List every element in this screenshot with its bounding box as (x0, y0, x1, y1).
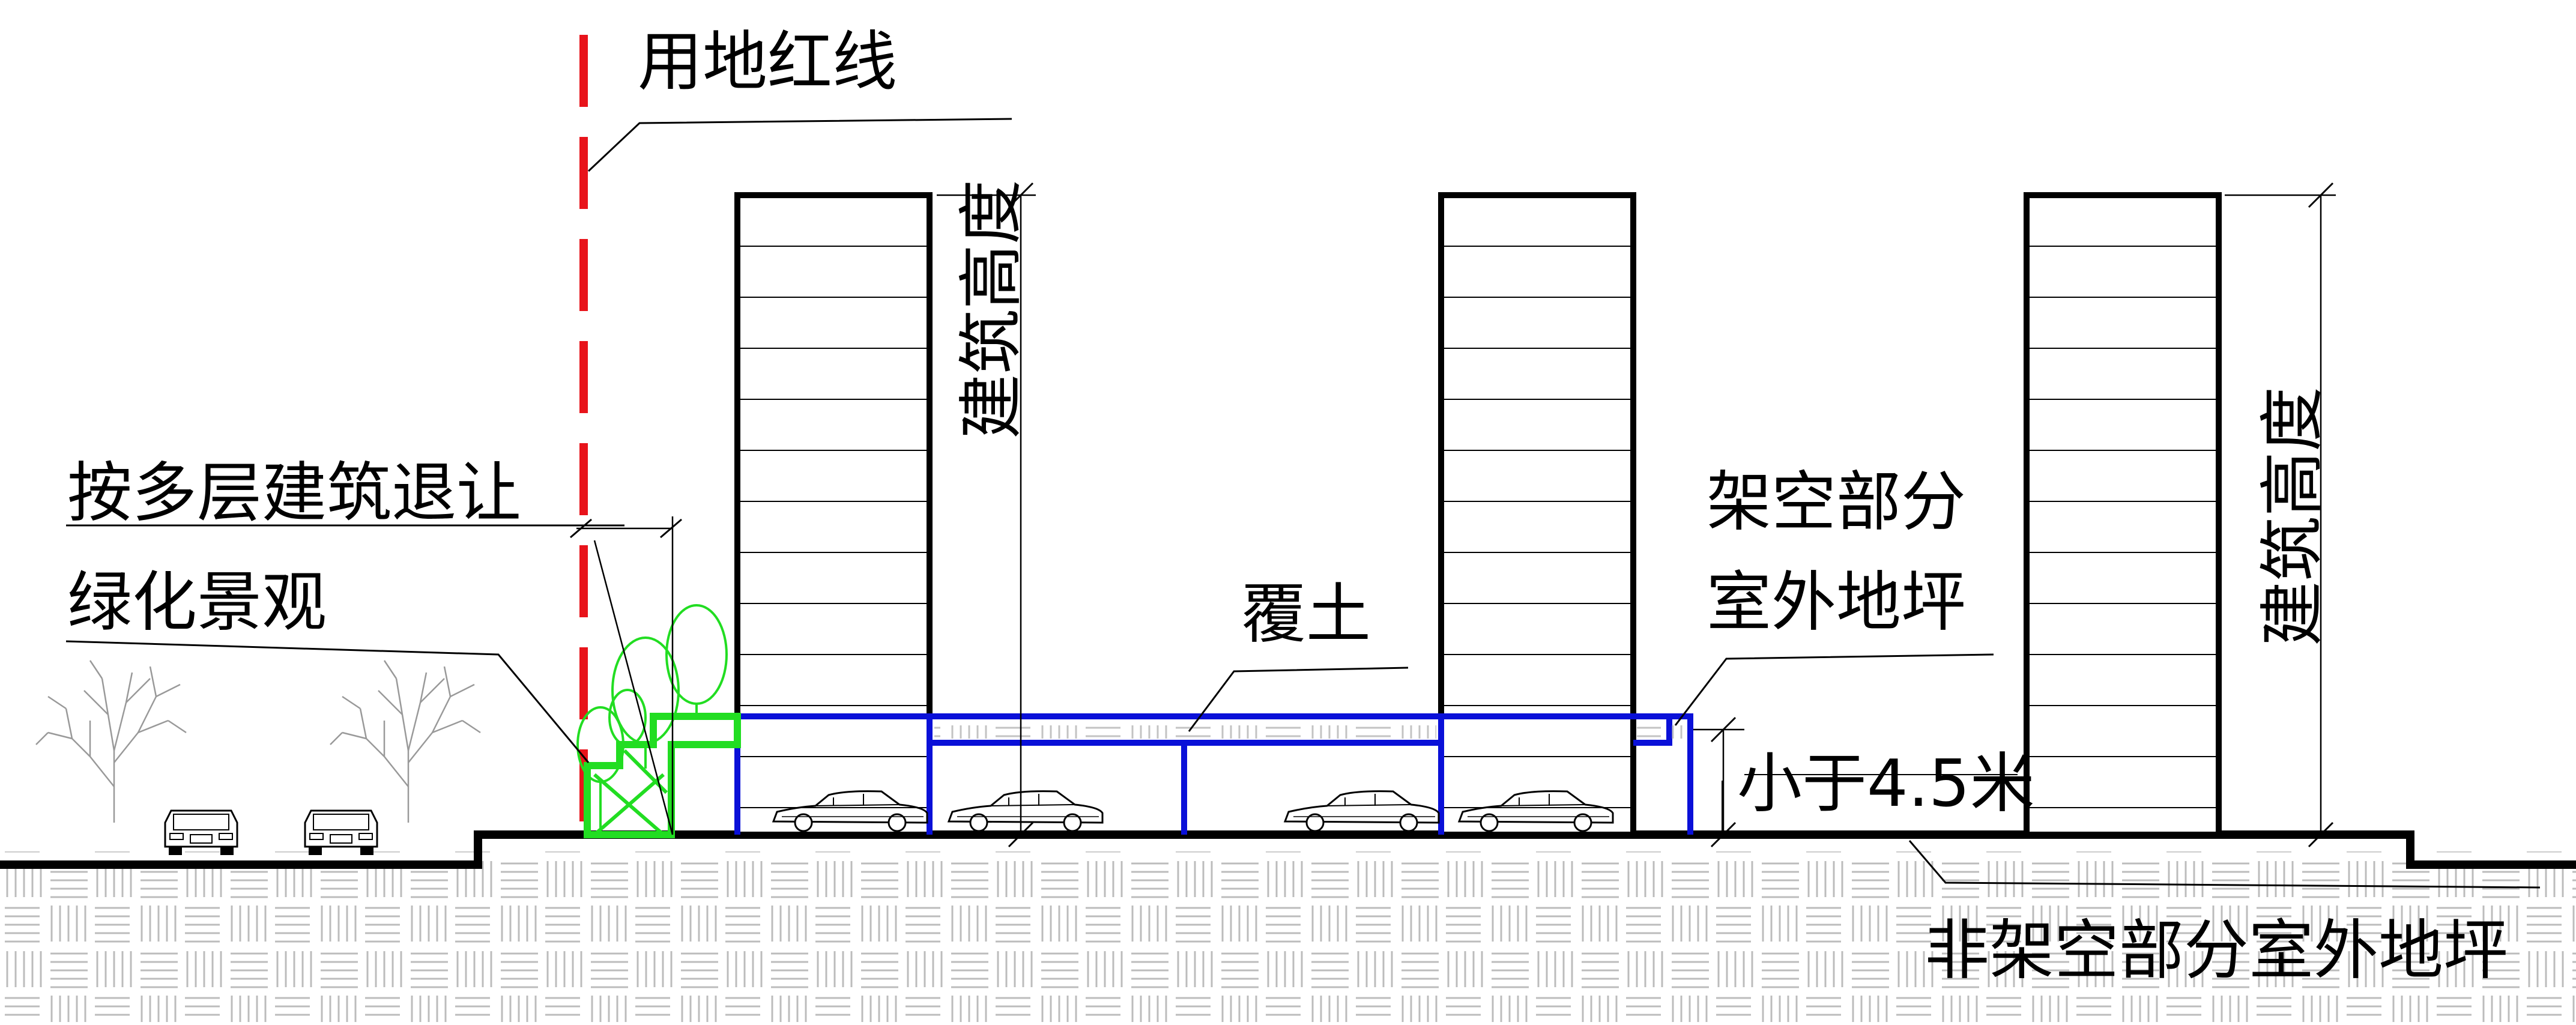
label-setback: 按多层建筑退让 (67, 456, 521, 531)
label-under-height: 小于4.5米 (1737, 746, 2035, 821)
street-car-1 (164, 809, 238, 856)
landscape-greenery (576, 604, 741, 838)
garage-car-2 (948, 790, 1104, 832)
soil-cover-hatch (934, 721, 1436, 739)
tower-1 (734, 192, 933, 838)
label-non-stilt-ground: 非架空部分室外地坪 (1924, 913, 2508, 988)
label-landscape: 绿化景观 (67, 565, 327, 640)
tower-2 (1438, 192, 1636, 838)
podium-garage (734, 713, 1693, 835)
label-stilt-ground-1: 架空部分 (1707, 465, 1966, 540)
ground-hatch (0, 851, 2576, 1022)
label-building-height-2: 建筑高度 (2255, 387, 2330, 646)
garage-car-3 (1284, 790, 1440, 832)
street-car-2 (304, 809, 378, 856)
annotation-lines (65, 118, 2541, 889)
street-tree-1 (35, 659, 187, 824)
tower-3 (2024, 192, 2222, 838)
label-stilt-ground-2: 室外地坪 (1707, 565, 1966, 640)
street-tree-2 (329, 659, 482, 824)
label-soil-cover: 覆土 (1241, 577, 1371, 652)
label-building-height-1: 建筑高度 (954, 180, 1029, 439)
label-red-line: 用地红线 (638, 25, 897, 100)
